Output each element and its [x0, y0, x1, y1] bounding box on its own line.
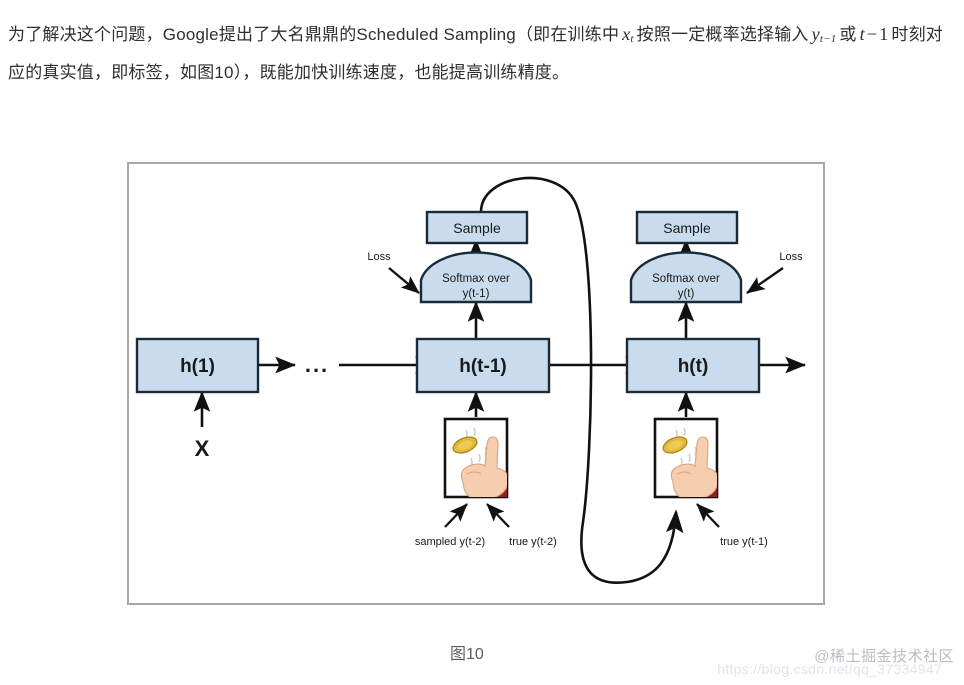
- sampled-y-t-minus-2-label: sampled y(t-2): [415, 536, 485, 548]
- annotation-loss-right: Loss: [746, 251, 803, 294]
- scheduled-sampling-diagram: h(1) ... h(t-1) h(t) Softmax over y(t-1)…: [135, 176, 807, 584]
- softmax-right-line1: Softmax over: [652, 273, 720, 285]
- paragraph-segment-3: 或: [839, 25, 857, 44]
- sample-right-label: Sample: [663, 220, 711, 236]
- figure-caption: 图10: [450, 646, 484, 663]
- node-softmax-right: Softmax over y(t): [629, 251, 743, 304]
- input-x-label: X: [195, 436, 210, 461]
- node-sample-left: Sample: [425, 210, 529, 245]
- watermark-url: https://blog.csdn.net/qq_37334947: [717, 661, 942, 677]
- chain-ellipsis: ...: [305, 352, 329, 377]
- paragraph-segment-1: 为了解决这个问题，Google提出了大名鼎鼎的Scheduled Samplin…: [8, 25, 620, 44]
- softmax-left-line1: Softmax over: [442, 273, 510, 285]
- node-softmax-left: Softmax over y(t-1): [419, 251, 533, 304]
- node-h1: h(1): [135, 337, 260, 394]
- node-h-t-minus-1-label: h(t-1): [459, 356, 506, 377]
- figure-container: h(1) ... h(t-1) h(t) Softmax over y(t-1)…: [127, 162, 825, 605]
- loss-left-label: Loss: [367, 251, 391, 263]
- node-h1-label: h(1): [180, 356, 215, 377]
- node-h-t: h(t): [625, 337, 761, 394]
- article-paragraph: 为了解决这个问题，Google提出了大名鼎鼎的Scheduled Samplin…: [8, 17, 956, 90]
- node-sample-right: Sample: [635, 210, 739, 245]
- coin-flip-image-right: [653, 417, 719, 499]
- node-h-t-minus-1: h(t-1): [415, 337, 551, 394]
- node-h-t-label: h(t): [678, 356, 709, 377]
- coin-flip-image-left: [443, 417, 509, 499]
- math-y-subscript-t-minus-1: yt−1: [811, 24, 837, 45]
- annotation-true-y-t-minus-1: true y(t-1): [696, 503, 768, 548]
- paragraph-segment-4: 时刻对应的真实值，即标签，如图10），既能加快训练速度，也能提高训练精度。: [8, 25, 943, 82]
- sample-left-label: Sample: [453, 220, 501, 236]
- softmax-right-line2: y(t): [678, 288, 695, 300]
- annotation-true-y-t-minus-2: true y(t-2): [486, 503, 557, 548]
- article-text-block: 为了解决这个问题，Google提出了大名鼎鼎的Scheduled Samplin…: [8, 0, 956, 107]
- math-x-subscript-t: xt: [622, 24, 634, 45]
- annotation-loss-left: Loss: [367, 251, 420, 294]
- feedback-curve: [479, 176, 684, 584]
- true-y-t-minus-2-label: true y(t-2): [509, 536, 557, 548]
- watermark-brand: @稀土掘金技术社区: [814, 648, 954, 665]
- annotation-sampled-y-t-minus-2: sampled y(t-2): [415, 503, 485, 548]
- watermark-brand-container: @稀土掘金技术社区: [814, 645, 954, 666]
- true-y-t-minus-1-label: true y(t-1): [720, 536, 768, 548]
- softmax-left-line2: y(t-1): [463, 288, 490, 300]
- math-t-minus-1: t−1: [859, 24, 889, 44]
- paragraph-segment-2: 按照一定概率选择输入: [636, 25, 809, 44]
- loss-right-label: Loss: [779, 251, 803, 263]
